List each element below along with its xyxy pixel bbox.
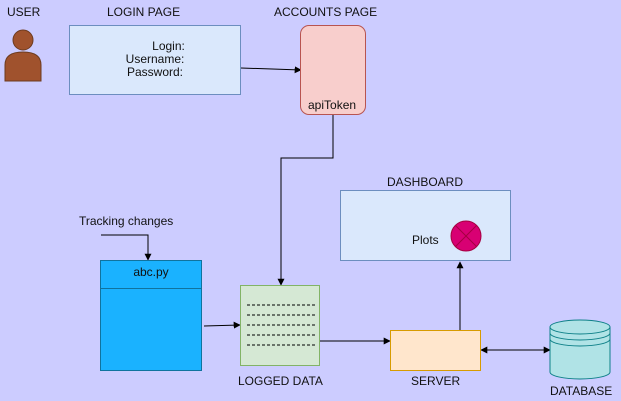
user-icon: [4, 29, 42, 82]
database-label: DATABASE: [550, 384, 613, 398]
accounts-page-box: apiToken: [300, 25, 366, 115]
user-label: USER: [7, 5, 41, 19]
server-label: SERVER: [411, 374, 461, 388]
edge-accounts-to-logged-data: [277, 115, 334, 286]
database-icon: [549, 319, 611, 380]
username-field-label: Username:: [125, 52, 185, 66]
login-page-box: Login: Username: Password:: [69, 25, 241, 95]
edge-file-to-logged-data: [203, 321, 241, 329]
dashboard-box: Plots: [340, 190, 511, 261]
tracking-changes-label: Tracking changes: [79, 214, 174, 228]
file-header-divider: [101, 288, 201, 289]
api-token-label: apiToken: [308, 98, 357, 112]
plots-label: Plots: [412, 233, 439, 247]
login-page-title: LOGIN PAGE: [107, 5, 181, 19]
password-field-label: Password:: [126, 65, 184, 79]
accounts-page-title: ACCOUNTS PAGE: [274, 5, 378, 19]
logged-data-label: LOGGED DATA: [238, 374, 323, 388]
dashboard-title: DASHBOARD: [387, 175, 464, 189]
abc-py-file-box: abc.py: [100, 260, 202, 371]
plots-icon: [450, 220, 482, 252]
server-box: [390, 330, 481, 371]
edge-login-to-accounts: [240, 66, 302, 74]
log-lines: [247, 304, 315, 346]
abc-py-label: abc.py: [133, 265, 169, 279]
login-field-label: Login:: [152, 39, 185, 53]
edge-tracking-loop: [101, 234, 152, 261]
logged-data-box: [240, 285, 320, 366]
